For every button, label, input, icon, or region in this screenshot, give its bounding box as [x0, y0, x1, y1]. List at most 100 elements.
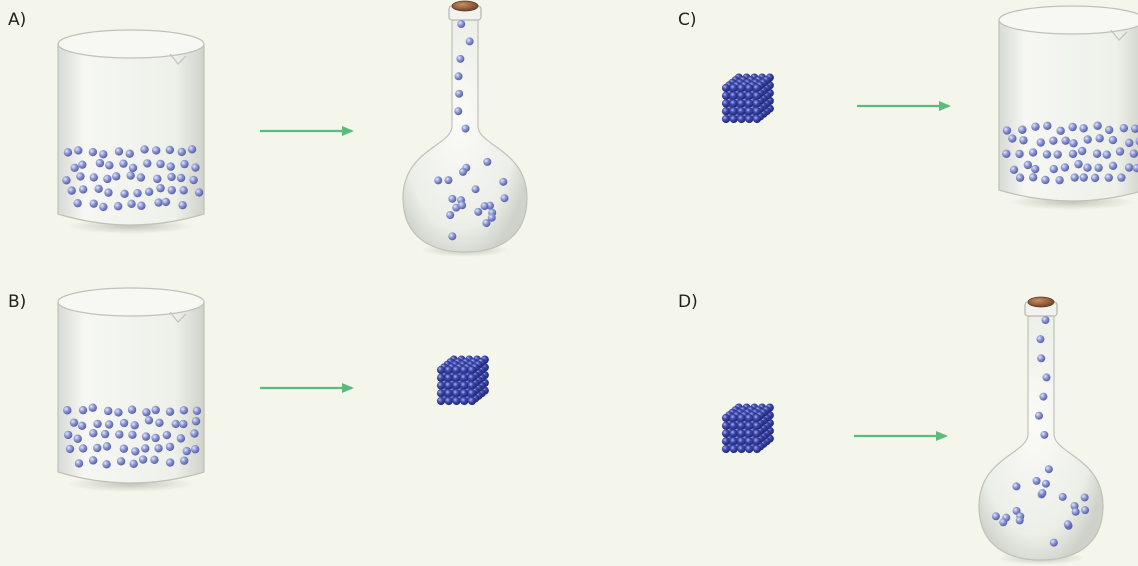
particle — [1036, 335, 1045, 344]
particle — [448, 194, 457, 203]
particle — [189, 175, 198, 185]
particle — [125, 149, 134, 158]
particle — [155, 418, 164, 428]
solid-particles — [721, 403, 774, 454]
particle — [1037, 354, 1046, 363]
solid-particles — [721, 73, 774, 124]
particle — [737, 107, 746, 116]
option-c-beaker — [998, 5, 1138, 210]
particle — [737, 437, 746, 446]
particle — [93, 443, 102, 453]
particle — [165, 145, 175, 155]
particle — [1129, 149, 1138, 158]
particle — [1115, 147, 1125, 156]
particle — [1055, 175, 1064, 185]
particle — [165, 458, 175, 467]
option-a-label: A) — [8, 10, 27, 30]
particle — [737, 444, 746, 454]
particle — [165, 407, 175, 416]
particle — [1041, 479, 1050, 488]
option-d-label: D) — [678, 292, 698, 312]
cork-stopper — [1027, 296, 1055, 308]
particle — [448, 232, 457, 241]
particle — [1135, 137, 1138, 146]
particle — [161, 197, 171, 207]
particle — [1044, 465, 1053, 474]
particle — [721, 114, 731, 124]
particle — [480, 202, 489, 211]
particle — [729, 413, 738, 423]
particle — [721, 429, 731, 438]
particle — [153, 174, 162, 184]
particle — [119, 418, 129, 428]
particle — [460, 365, 469, 375]
particle — [458, 201, 467, 210]
particle — [1035, 411, 1044, 420]
particle — [1043, 121, 1052, 130]
particle — [1119, 123, 1129, 133]
particle — [176, 173, 186, 183]
particle — [721, 99, 731, 108]
particle — [745, 107, 754, 116]
particle — [112, 172, 121, 181]
particle — [78, 405, 88, 415]
particle — [142, 408, 151, 417]
particle — [456, 54, 465, 63]
particle — [192, 406, 202, 416]
particle — [119, 159, 128, 168]
particle — [104, 188, 113, 197]
particle — [745, 429, 754, 438]
particle — [1068, 149, 1078, 159]
particle — [436, 396, 446, 406]
option-b-beaker — [57, 287, 205, 492]
beaker-spout — [169, 311, 187, 323]
beaker-spout — [169, 53, 187, 65]
particle — [144, 187, 154, 197]
particle — [191, 163, 200, 172]
particle — [721, 91, 731, 100]
particle — [1015, 149, 1024, 159]
particle — [737, 413, 746, 423]
particle — [179, 419, 188, 429]
gas-particles — [434, 20, 509, 241]
particle — [721, 107, 731, 116]
particle — [1092, 149, 1102, 158]
particle — [191, 417, 201, 426]
particle — [721, 421, 731, 430]
particle — [99, 202, 108, 212]
particle — [752, 83, 762, 93]
particle — [1040, 430, 1049, 439]
particle — [460, 381, 469, 390]
particle — [436, 381, 446, 390]
particle — [737, 99, 746, 108]
liquid-particles — [63, 403, 202, 469]
particle — [752, 444, 762, 454]
particle — [460, 373, 469, 382]
particle — [452, 396, 461, 406]
particle — [465, 37, 474, 46]
particle — [167, 172, 176, 182]
option-c-cube — [721, 73, 774, 124]
particle — [1095, 134, 1104, 143]
particle — [737, 83, 746, 93]
option-d-flask — [978, 296, 1104, 565]
particle — [1049, 164, 1058, 174]
particle — [467, 365, 477, 375]
particle — [729, 429, 738, 438]
particle — [460, 389, 469, 398]
particle — [745, 413, 754, 423]
particle — [752, 429, 762, 438]
particle — [113, 202, 123, 211]
particle — [461, 124, 470, 133]
particle — [1008, 134, 1017, 143]
particle — [88, 147, 98, 157]
particle — [151, 146, 161, 155]
particle — [93, 419, 102, 429]
particle — [745, 114, 754, 124]
particle — [1063, 520, 1072, 529]
particle — [100, 429, 110, 439]
particle — [737, 421, 746, 430]
particle — [128, 430, 137, 440]
particle — [1056, 126, 1065, 135]
beaker-body — [57, 302, 205, 484]
